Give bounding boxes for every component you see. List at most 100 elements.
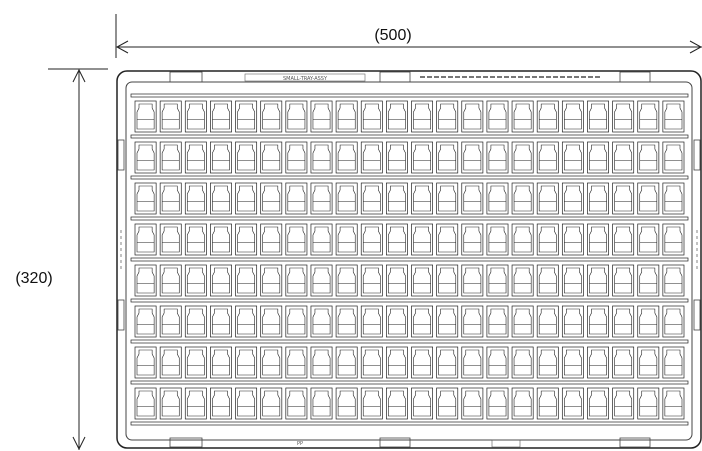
pocket [662,100,685,133]
pocket [612,100,635,133]
pocket [561,387,584,420]
pocket [310,141,333,174]
pocket [310,182,333,215]
side-tab-left [117,299,125,331]
pocket [662,141,685,174]
pocket [561,223,584,256]
pocket [386,141,408,174]
pocket [210,182,232,215]
pocket [260,346,283,379]
pocket [210,223,232,256]
width-arrow-left-icon [115,40,129,54]
pocket [310,387,333,420]
pocket [335,387,358,420]
pocket [134,223,157,256]
pocket [561,141,584,174]
pocket [335,182,358,215]
pocket [561,182,584,215]
pocket [184,182,207,215]
pocket [184,305,207,338]
pocket [235,305,258,338]
pocket [637,346,660,379]
pocket [536,346,559,379]
pocket [511,305,534,338]
pocket [260,100,283,133]
pocket [134,264,157,297]
pocket [612,305,635,338]
pocket [159,346,182,379]
pocket [612,182,635,215]
pocket [285,346,308,379]
pocket [184,387,207,420]
pocket [536,182,559,215]
pocket [335,100,358,133]
pocket [411,387,433,420]
pocket [335,141,358,174]
pocket [386,100,408,133]
pocket [561,305,584,338]
pocket [436,141,459,174]
pocket [184,223,207,256]
pocket [461,305,484,338]
pocket-grid [130,93,689,426]
pocket [210,100,232,133]
pocket [662,264,685,297]
bottom-tab [379,437,411,448]
pocket [461,141,484,174]
pocket [511,264,534,297]
top-marking-strip [244,73,366,82]
row-separator [130,257,689,262]
pocket [637,264,660,297]
row-separator [130,134,689,139]
pocket [511,141,534,174]
pocket [461,264,484,297]
pocket [511,346,534,379]
row-separator [130,380,689,385]
pocket [587,305,609,338]
pocket [411,346,433,379]
pocket [386,264,408,297]
side-tab-right [693,299,701,331]
pocket [587,387,609,420]
pocket [461,346,484,379]
pocket [235,223,258,256]
pocket [360,387,383,420]
side-tab-right [693,139,701,171]
pocket [612,141,635,174]
pocket [486,141,509,174]
pocket [360,100,383,133]
pocket [134,182,157,215]
pocket [310,100,333,133]
pocket [235,346,258,379]
height-arrow-top-icon [72,68,86,83]
pocket [360,305,383,338]
pocket [260,305,283,338]
pocket [134,387,157,420]
pocket [235,264,258,297]
pocket [612,264,635,297]
pocket [511,182,534,215]
pocket [612,346,635,379]
pocket [637,387,660,420]
pocket [461,100,484,133]
pocket [335,223,358,256]
pocket [411,305,433,338]
pocket [511,387,534,420]
pocket [662,182,685,215]
pocket [360,264,383,297]
pocket [511,223,534,256]
pocket [210,387,232,420]
pocket [587,100,609,133]
pocket [235,100,258,133]
pocket [411,182,433,215]
pocket [411,223,433,256]
row-separator [130,339,689,344]
pocket [159,100,182,133]
pocket [612,223,635,256]
pocket [210,305,232,338]
pocket [159,182,182,215]
pocket [360,182,383,215]
pocket [159,305,182,338]
pocket [587,182,609,215]
